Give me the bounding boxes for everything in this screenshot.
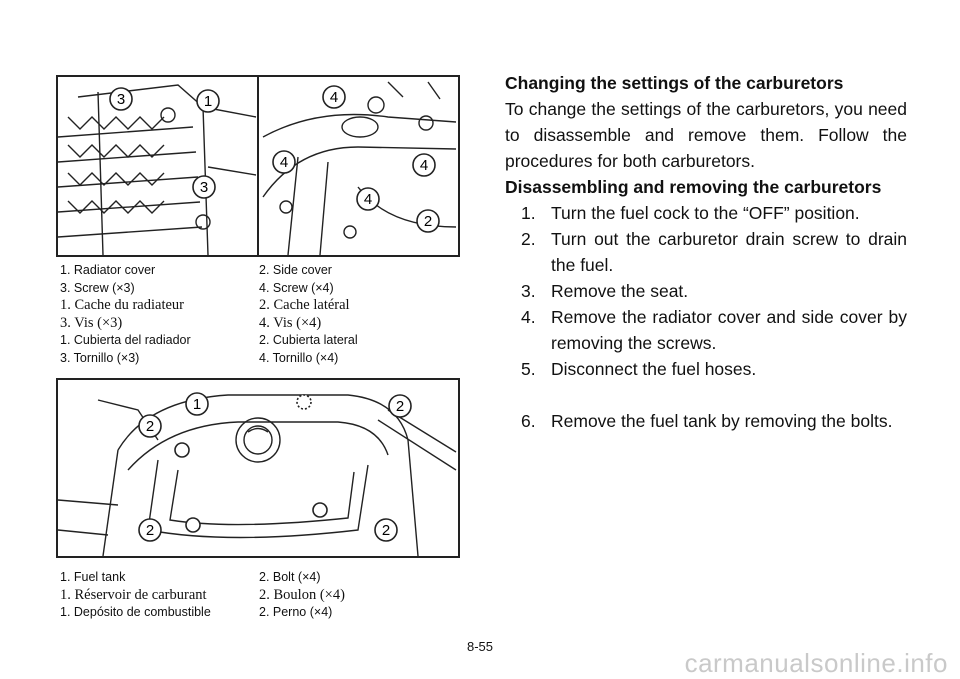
step-number: 4. <box>521 307 536 327</box>
step-item: 2. Turn out the carburetor drain screw to… <box>505 226 907 278</box>
fig1-callout: 4 <box>330 89 338 106</box>
heading-changing-settings: Changing the settings of the carburetors <box>505 73 844 93</box>
step-number: 2. <box>521 229 536 249</box>
fig2-callout: 2 <box>382 522 390 539</box>
caption-item: 2. Cubierta lateral <box>259 333 358 347</box>
caption-item: 2. Boulon (×4) <box>259 586 345 603</box>
step-text: Disconnect the fuel hoses. <box>551 359 757 379</box>
illustration-radiator-side-cover: 3 1 3 4 4 4 4 2 <box>58 77 457 255</box>
fig1-callout: 4 <box>420 157 428 174</box>
fig2-caption: 1. Fuel tank 2. Bolt (×4) 1. Réservoir de… <box>60 569 460 622</box>
fig2-callout: 1 <box>193 396 201 413</box>
watermark: carmanualsonline.info <box>684 648 948 678</box>
fig1-caption: 1. Radiator cover 2. Side cover 3. Screw … <box>60 262 460 367</box>
step-text: Remove the radiator cover and side cover… <box>551 307 907 353</box>
step-text: Turn out the carburetor drain screw to d… <box>551 229 907 275</box>
step-number: 3. <box>521 281 536 301</box>
fig1-callout: 3 <box>200 179 208 196</box>
caption-item: 3. Screw (×3) <box>60 280 135 295</box>
figure-fuel-tank: 1 2 2 2 2 <box>56 378 460 558</box>
caption-item: 2. Cache latéral <box>259 297 350 313</box>
caption-item: 4. Tornillo (×4) <box>259 350 339 365</box>
caption-item: 1. Radiator cover <box>60 263 156 277</box>
caption-item: 3. Vis (×3) <box>60 314 123 331</box>
fig2-callout: 2 <box>396 398 404 415</box>
step-item: 4. Remove the radiator cover and side cov… <box>505 304 907 356</box>
step-number: 1. <box>521 203 536 223</box>
intro-paragraph: To change the settings of the carburetor… <box>505 99 907 171</box>
step-item: 3. Remove the seat. <box>505 278 907 304</box>
step-number: 5. <box>521 359 536 379</box>
step-item: 5. Disconnect the fuel hoses. <box>505 356 907 382</box>
fig2-callout: 2 <box>146 418 154 435</box>
fig1-callout: 1 <box>204 93 212 110</box>
instructions-column: Changing the settings of the carburetors… <box>505 70 907 434</box>
step-text: Turn the fuel cock to the “OFF” position… <box>551 203 860 223</box>
caption-item: 1. Fuel tank <box>60 570 126 584</box>
step-item: 1. Turn the fuel cock to the “OFF” positi… <box>505 200 907 226</box>
fig1-callout: 3 <box>117 91 125 108</box>
caption-item: 2. Side cover <box>259 263 332 277</box>
step-item: 6. Remove the fuel tank by removing the b… <box>505 408 907 434</box>
fig1-callout: 2 <box>424 213 432 230</box>
step-number: 6. <box>521 411 536 431</box>
caption-item: 4. Screw (×4) <box>259 280 334 295</box>
page-number: 8-55 <box>466 639 494 654</box>
caption-item: 3. Tornillo (×3) <box>60 350 140 365</box>
illustration-fuel-tank: 1 2 2 2 2 <box>58 392 457 556</box>
caption-item: 2. Bolt (×4) <box>259 570 321 584</box>
caption-item: 4. Vis (×4) <box>259 314 322 331</box>
fig2-callout: 2 <box>146 522 154 539</box>
step-text: Remove the fuel tank by removing the bol… <box>551 411 893 431</box>
caption-item: 1. Réservoir de carburant <box>60 586 207 603</box>
caption-item: 1. Depósito de combustible <box>60 605 211 619</box>
fig1-callout: 4 <box>280 154 288 171</box>
caption-item: 1. Cache du radiateur <box>60 297 185 313</box>
caption-item: 1. Cubierta del radiador <box>60 333 191 347</box>
step-text: Remove the seat. <box>551 281 689 301</box>
caption-item: 2. Perno (×4) <box>259 605 333 619</box>
heading-disassembling: Disassembling and removing the carbureto… <box>505 177 882 197</box>
fig1-callout: 4 <box>364 191 372 208</box>
figure-radiator-side-cover: 3 1 3 4 4 4 4 2 <box>56 75 460 257</box>
